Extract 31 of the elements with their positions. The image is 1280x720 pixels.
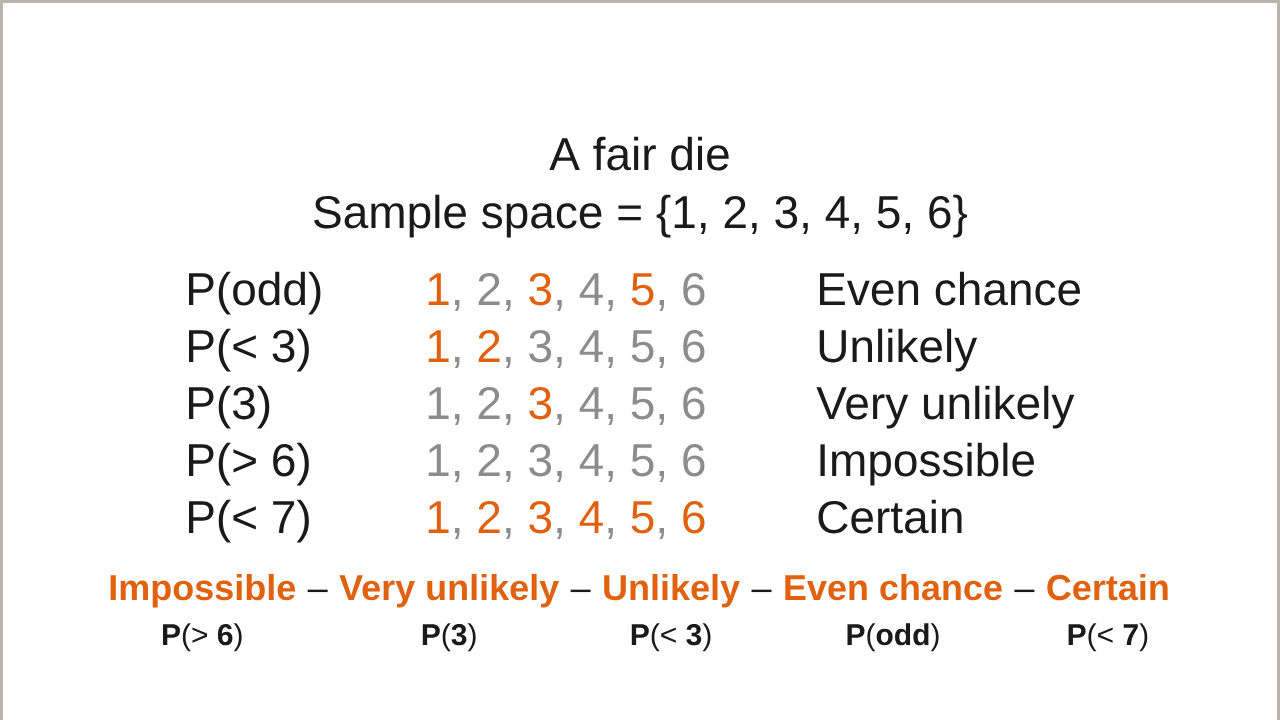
scale-word: Unlikely <box>604 573 740 608</box>
outcome-list: 1, 2, 3, 4, 5, 6 <box>428 329 705 368</box>
event-label: P(< 3) <box>631 623 711 652</box>
event-label: P(< 7) <box>1068 623 1148 652</box>
event-label: P(> 6) <box>189 442 309 486</box>
outcome-list: 1, 2, 3, 4, 5, 6 <box>428 272 705 311</box>
scale-word: Very unlikely <box>339 573 559 608</box>
dash: – <box>307 589 328 593</box>
event-label: P(odd) <box>847 623 939 652</box>
likelihood-label: Impossible <box>820 442 1034 486</box>
likelihood-label: Even chance <box>820 271 1081 306</box>
likelihood-label: Certain <box>818 499 962 534</box>
event-label: P(> 6) <box>163 623 242 652</box>
dash: – <box>570 589 591 593</box>
event-label: P(odd) <box>189 271 321 315</box>
title: A fair die <box>549 136 729 171</box>
likelihood-label: Very unlikely <box>816 385 1075 429</box>
scale-word: Impossible <box>110 573 296 608</box>
dash: – <box>751 589 772 593</box>
event-label: P(< 7) <box>189 499 309 543</box>
scale-word: Even chance <box>785 573 1002 601</box>
likelihood-label: Unlikely <box>819 328 978 372</box>
sample-space-text: Sample space = {1, 2, 3, 4, 5, 6} <box>314 194 968 238</box>
dash: – <box>1014 589 1035 593</box>
event-label: P(3) <box>189 385 270 429</box>
outcome-list: 1, 2, 3, 4, 5, 6 <box>428 500 705 539</box>
event-label: P(< 3) <box>189 328 309 372</box>
outcome-list: 1, 2, 3, 4, 5, 6 <box>428 386 705 425</box>
scale-word: Certain <box>1047 573 1168 601</box>
outcome-list: 1, 2, 3, 4, 5, 6 <box>428 443 705 482</box>
event-label: P(3) <box>422 623 476 652</box>
